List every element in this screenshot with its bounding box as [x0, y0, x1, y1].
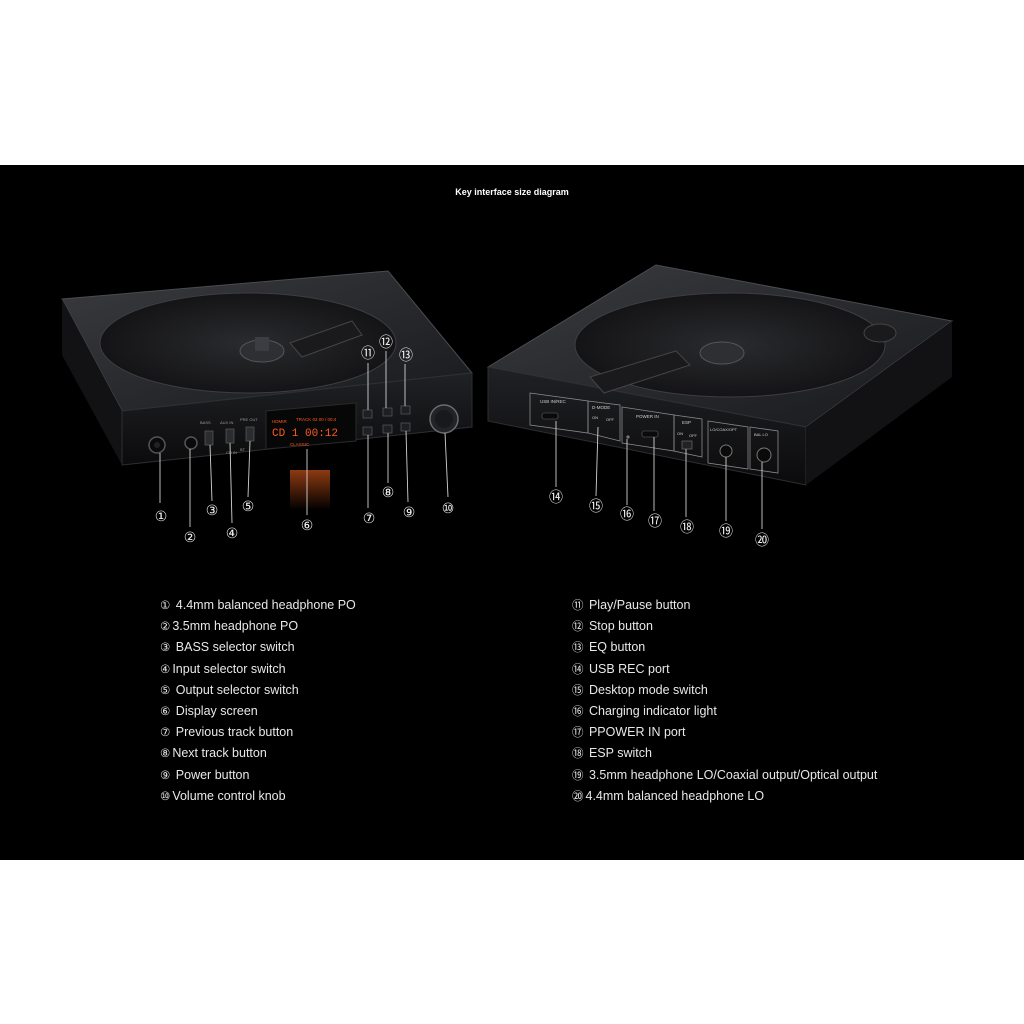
front-label-preout: PRE OUT	[240, 417, 258, 422]
callout-17: ⑰	[648, 514, 662, 530]
legend-item: ⑭ USB REC port	[572, 661, 670, 676]
front-label-auxin: AUX IN	[220, 420, 233, 425]
legend-item: ⑪ Play/Pause button	[572, 598, 691, 612]
legend-item: ⑥ Display screen	[160, 704, 258, 719]
rear-label-esp: ESP	[682, 420, 691, 425]
callout-20: ⑳	[755, 533, 769, 549]
callout-7: ⑦	[363, 511, 376, 527]
callout-16: ⑯	[620, 507, 634, 523]
legend-item: ⑲ 3.5mm headphone LO/Coaxial output/Opti…	[572, 767, 878, 782]
rear-label-usb: USB IN/REC	[540, 399, 567, 404]
legend-item: ⑫ Stop button	[572, 619, 653, 634]
front-label-bt: BT	[240, 447, 246, 452]
front-label-cdin: CD IN	[226, 450, 237, 455]
rear-label-dmode-on: ON	[592, 415, 598, 420]
legend-item: ⑮ Desktop mode switch	[572, 682, 708, 697]
rear-label-lo: LO/COAX/OPT	[710, 427, 738, 432]
callout-5: ⑤	[242, 499, 255, 515]
callout-8: ⑧	[382, 485, 395, 501]
diagram-panel: Key interface size diagram	[0, 165, 1024, 860]
legend-item: ⑱ ESP switch	[572, 746, 652, 761]
legend-item: ⑬ EQ button	[572, 640, 646, 655]
legend-item: ⑦ Previous track button	[160, 725, 294, 740]
rear-label-dmode-off: OFF	[606, 417, 615, 422]
display-line3: CLASSIC	[290, 442, 310, 447]
legend-item: ⑨ Power button	[160, 767, 250, 782]
callout-numbers: ① ② ③ ④ ⑤ ⑥ ⑦ ⑧ ⑨ ⑩ ⑪ ⑫ ⑬ ⑭ ⑮ ⑯ ⑰ ⑱ ⑲ ⑳	[155, 335, 769, 549]
callout-9: ⑨	[403, 505, 416, 521]
legend-item: ⑤ Output selector switch	[160, 682, 299, 697]
callout-11: ⑪	[361, 346, 375, 362]
rear-label-ballo: BAL LO	[754, 432, 768, 437]
front-device: BASS AUX IN CD IN PRE OUT BT HDMIR TRACK…	[61, 270, 473, 510]
callout-6: ⑥	[301, 518, 314, 534]
legend-item: ⑰ PPOWER IN port	[572, 725, 686, 740]
rear-device: USB IN/REC D-MODE ON OFF POWER IN ESP ON…	[486, 264, 954, 486]
callout-12: ⑫	[379, 335, 393, 351]
callout-1: ①	[155, 509, 168, 525]
rear-label-esp-off: OFF	[689, 433, 698, 438]
callout-2: ②	[184, 530, 197, 546]
device-illustration: BASS AUX IN CD IN PRE OUT BT HDMIR TRACK…	[61, 264, 954, 549]
callout-19: ⑲	[719, 524, 733, 540]
legend-item: ① 4.4mm balanced headphone PO	[160, 598, 356, 612]
callout-4: ④	[226, 526, 239, 542]
callout-18: ⑱	[680, 520, 694, 536]
callout-15: ⑮	[589, 499, 603, 515]
callout-13: ⑬	[399, 348, 413, 364]
legend-right: ⑪ Play/Pause button ⑫ Stop button ⑬ EQ b…	[572, 595, 877, 807]
legend-item: ③ BASS selector switch	[160, 640, 295, 655]
display-line1-left: HDMIR	[272, 419, 287, 424]
front-label-bass: BASS	[200, 420, 211, 425]
callout-14: ⑭	[549, 490, 563, 506]
rear-label-esp-on: ON	[677, 431, 683, 436]
rear-label-power: POWER IN	[636, 414, 659, 419]
legend-item: ⑯ Charging indicator light	[572, 704, 717, 719]
diagram-title: Key interface size diagram	[455, 187, 569, 197]
callout-10: ⑩	[442, 501, 455, 517]
callout-leaders	[159, 351, 763, 529]
display-main: CD 1 00:12	[272, 428, 338, 440]
rear-label-dmode: D-MODE	[592, 405, 610, 410]
display-line1-right: TRACK 02 00 / 00:4	[296, 417, 337, 422]
callout-3: ③	[206, 503, 219, 519]
